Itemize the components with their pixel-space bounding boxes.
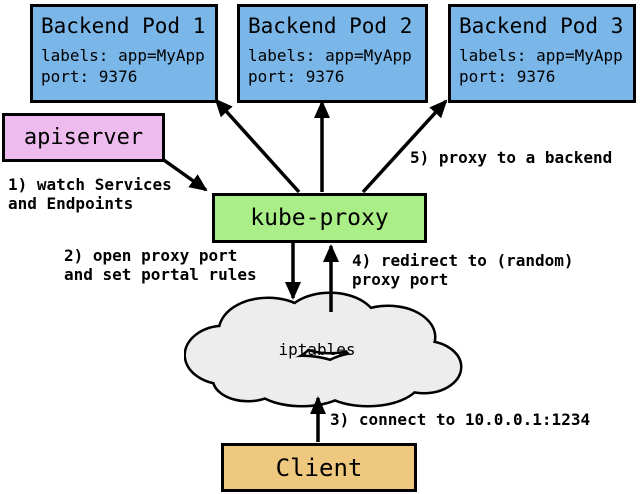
arrow-kubeproxy-to-pod3 <box>361 99 448 194</box>
pod-1-port: port: 9376 <box>41 67 138 86</box>
backend-pod-1-box: Backend Pod 1 labels: app=MyApp port: 93… <box>30 4 218 103</box>
client-box: Client <box>221 443 417 492</box>
apiserver-box: apiserver <box>2 113 165 162</box>
cloud-fill <box>186 294 460 405</box>
pod-2-port: port: 9376 <box>248 67 345 86</box>
annotation-step5-line1: 5) proxy to a backend <box>410 148 613 167</box>
annotation-step2: 2) open proxy port and set portal rules <box>64 246 257 284</box>
annotation-step1: 1) watch Services and Endpoints <box>8 175 172 213</box>
iptables-label: iptables <box>278 340 356 359</box>
annotation-step4-line2: proxy port <box>352 270 449 289</box>
annotation-step1-line2: and Endpoints <box>8 194 134 213</box>
annotation-step3-line1: 3) connect to 10.0.0.1:1234 <box>330 410 591 429</box>
annotation-step1-line1: 1) watch Services <box>8 175 172 194</box>
iptables-cloud <box>184 291 463 408</box>
pod-1-title: Backend Pod 1 <box>41 14 206 38</box>
annotation-step3: 3) connect to 10.0.0.1:1234 <box>330 410 590 429</box>
annotation-step4-line1: 4) redirect to (random) <box>352 251 574 270</box>
annotation-step4: 4) redirect to (random) proxy port <box>352 251 574 289</box>
pod-2-labels: labels: app=MyApp <box>248 46 412 65</box>
backend-pod-2-box: Backend Pod 2 labels: app=MyApp port: 93… <box>237 4 428 103</box>
pod-1-labels: labels: app=MyApp <box>41 46 205 65</box>
annotation-step2-line1: 2) open proxy port <box>64 246 238 265</box>
annotation-step2-line2: and set portal rules <box>64 265 257 284</box>
apiserver-label: apiserver <box>23 125 144 150</box>
annotation-step5: 5) proxy to a backend <box>410 148 612 167</box>
arrow-kubeproxy-to-pod1 <box>214 98 301 194</box>
pod-2-title: Backend Pod 2 <box>248 14 413 38</box>
pod-3-title: Backend Pod 3 <box>459 14 624 38</box>
kube-proxy-box: kube-proxy <box>212 193 427 243</box>
kube-proxy-label: kube-proxy <box>250 205 389 231</box>
pod-3-labels: labels: app=MyApp <box>459 46 623 65</box>
client-label: Client <box>275 453 363 482</box>
backend-pod-3-box: Backend Pod 3 labels: app=MyApp port: 93… <box>448 4 636 103</box>
pod-3-port: port: 9376 <box>459 67 556 86</box>
